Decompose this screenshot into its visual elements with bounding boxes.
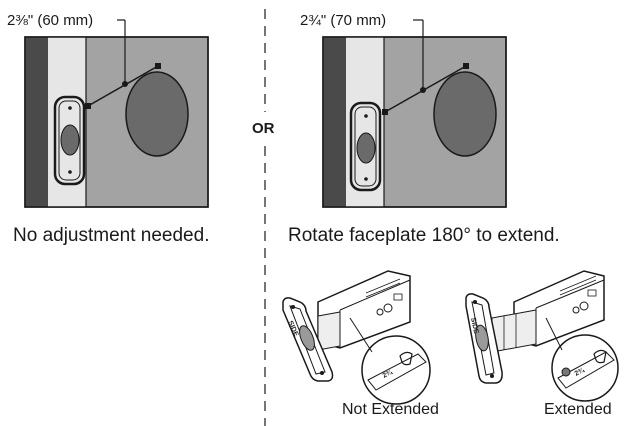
extended-label: Extended <box>544 401 612 418</box>
not-extended-label: Not Extended <box>342 401 439 418</box>
left-bore-hole <box>125 71 189 157</box>
latch-not-extended: SIDE 2¾ <box>282 270 431 405</box>
left-backset-label: 2⅜" (60 mm) <box>7 12 93 29</box>
right-faceplate <box>349 101 382 192</box>
or-label: OR <box>252 120 275 137</box>
left-faceplate <box>53 95 86 186</box>
svg-text:SIDE: SIDE <box>469 317 479 335</box>
latch-extended: SIDE 2¾ <box>465 270 619 402</box>
right-caption: Rotate faceplate 180° to extend. <box>288 225 560 246</box>
right-backset-label: 2¾" (70 mm) <box>300 12 386 29</box>
right-backset-dimension <box>382 19 469 115</box>
left-backset-dimension <box>85 19 161 109</box>
right-bore-hole <box>433 71 497 157</box>
left-caption: No adjustment needed. <box>13 225 209 246</box>
